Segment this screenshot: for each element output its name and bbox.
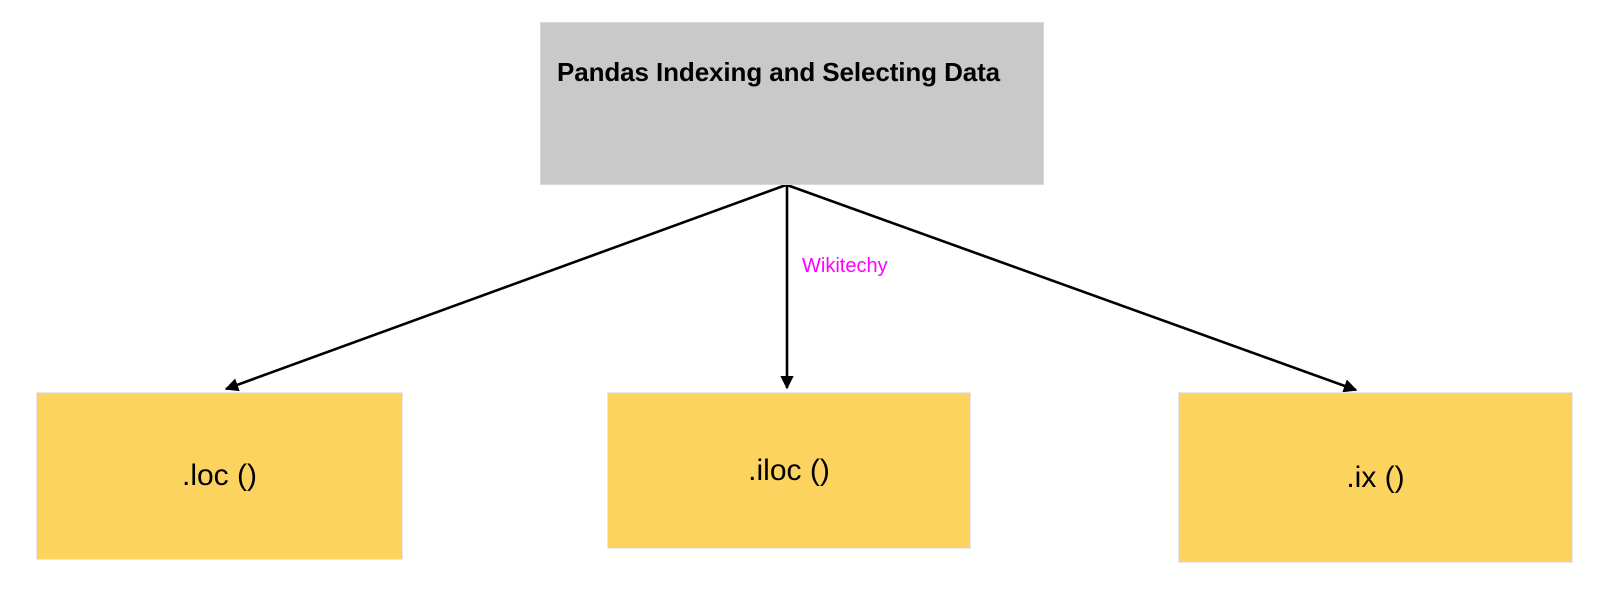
node-iloc: .iloc (): [607, 392, 971, 549]
node-iloc-label: .iloc (): [748, 453, 830, 487]
node-ix: .ix (): [1178, 392, 1573, 563]
node-loc: .loc (): [36, 392, 403, 560]
node-root-label: Pandas Indexing and Selecting Data: [557, 57, 1001, 87]
node-ix-label: .ix (): [1346, 460, 1405, 494]
connector-root-to-loc: [224, 183, 787, 392]
connector-root-to-ix: [786, 183, 1358, 393]
node-root: Pandas Indexing and Selecting Data: [540, 22, 1044, 185]
node-loc-label: .loc (): [182, 459, 257, 492]
watermark-label: Wikitechy: [802, 255, 888, 277]
